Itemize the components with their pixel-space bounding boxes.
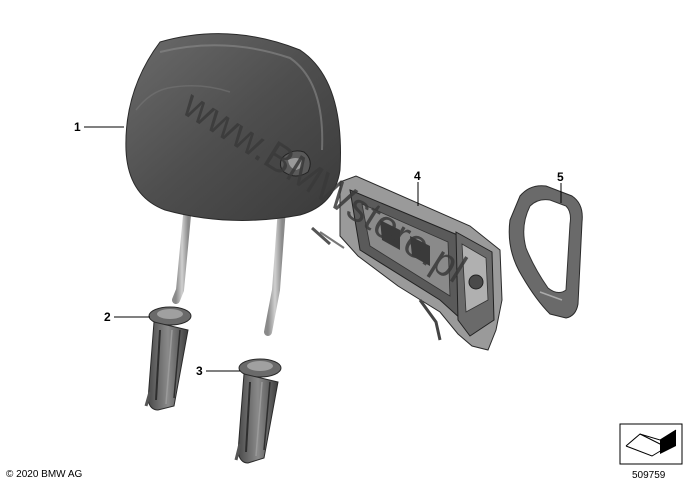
headrest-part [125, 33, 341, 221]
callout-number-4: 4 [414, 169, 421, 183]
leader-lines [84, 126, 562, 372]
mounting-bracket-part-4 [311, 175, 503, 351]
trim-frame-part-5 [508, 185, 583, 319]
arrow-sheet-icon [625, 429, 677, 457]
headrest-rods [172, 201, 286, 336]
guide-sleeve-part-3 [234, 358, 282, 464]
callout-number-2: 2 [104, 310, 111, 324]
reference-box [619, 423, 683, 465]
callout-number-3: 3 [196, 364, 203, 378]
copyright-text: © 2020 BMW AG [6, 469, 83, 480]
guide-sleeve-part-2 [144, 306, 192, 411]
callout-number-1: 1 [74, 120, 81, 134]
callout-number-5: 5 [557, 170, 564, 184]
diagram-number: 509759 [632, 470, 666, 481]
